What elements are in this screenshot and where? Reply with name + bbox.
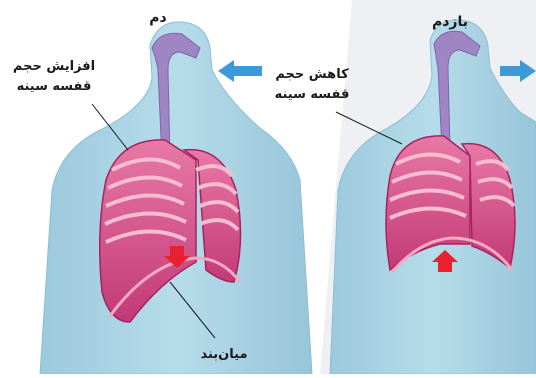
exhale-annotation-line2: قفسه سینه <box>262 86 362 103</box>
exhale-title: بازدم <box>420 14 480 30</box>
exhale-annotation-line1: کاهش حجم <box>262 66 362 83</box>
diaphragm-label: میان‌بند <box>192 346 256 363</box>
inhale-annotation-line1: افزایش حجم <box>4 58 104 75</box>
air-in-arrow-icon <box>218 60 262 82</box>
inhale-annotation-line2: قفسه سینه <box>4 78 104 95</box>
inhale-title: دم <box>138 10 178 26</box>
